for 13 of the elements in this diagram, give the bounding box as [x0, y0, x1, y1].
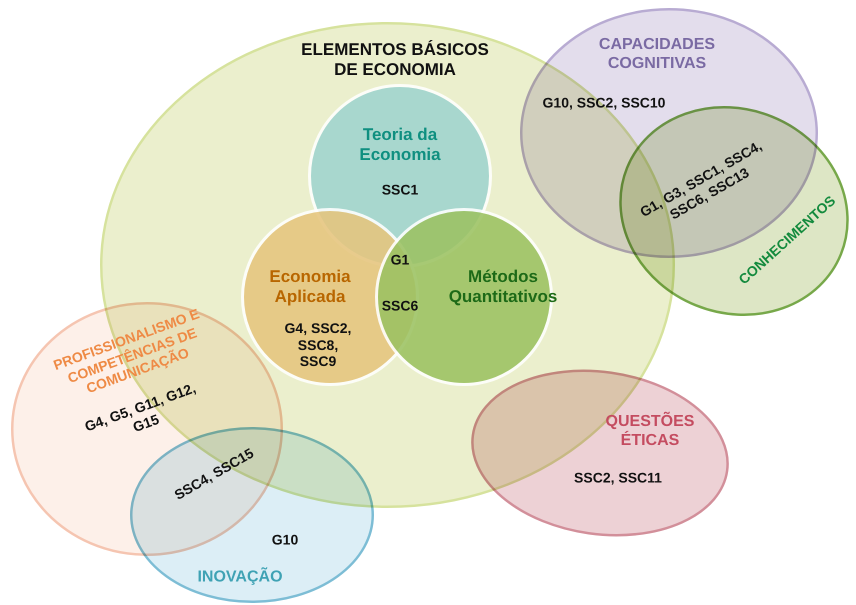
overlap-label: G1	[390, 252, 410, 268]
set-heading: ELEMENTOS BÁSICOS DE ECONOMIA	[300, 40, 490, 80]
set-items: G10	[270, 532, 300, 548]
set-heading: Teoria da Economia	[358, 124, 442, 166]
set-heading: QUESTÕES ÉTICAS	[604, 413, 696, 451]
overlap-label: SSC6	[380, 298, 420, 314]
set-items: G10, SSC2, SSC10	[542, 94, 666, 112]
set-items: G4, SSC2, SSC8, SSC9	[284, 320, 352, 370]
set-items: SSC1	[380, 182, 420, 198]
set-items: SSC2, SSC11	[573, 470, 663, 486]
set-heading: Economia Aplicada	[268, 266, 352, 308]
set-heading: CAPACIDADES COGNITIVAS	[598, 36, 716, 74]
set-heading: INOVAÇÃO	[196, 568, 284, 588]
